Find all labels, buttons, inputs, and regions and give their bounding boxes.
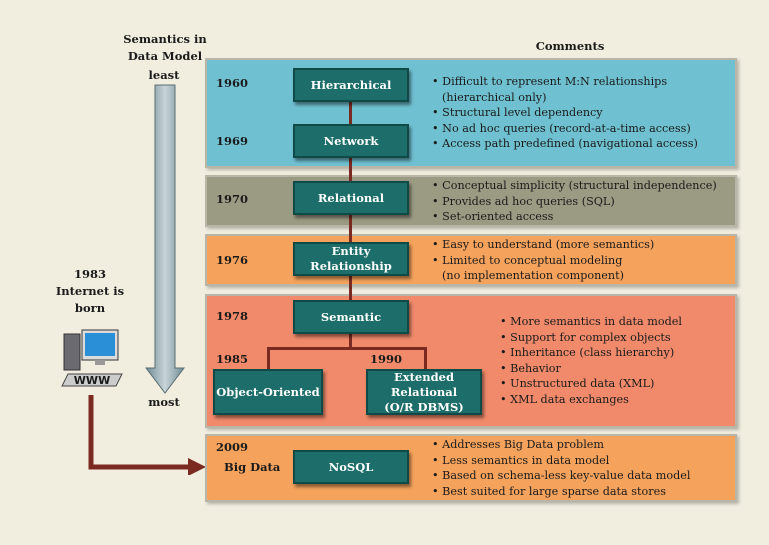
comment-item: • Less semantics in data model xyxy=(432,453,610,467)
extended-relational-line1: Extended Relational xyxy=(390,369,458,399)
comment-item: • No ad hoc queries (record-at-a-time ac… xyxy=(432,121,691,135)
comment-item: • Difficult to represent M:N relationshi… xyxy=(432,75,668,88)
comment-item: • Addresses Big Data problem xyxy=(432,438,605,451)
big-data-label: Big Data xyxy=(224,460,281,474)
comments-header: Comments xyxy=(535,39,605,53)
connector-branch-er xyxy=(424,347,427,369)
comment-item: • Provides ad hoc queries (SQL) xyxy=(432,194,615,208)
model-entity-relationship: Entity Relationship xyxy=(293,242,409,276)
comment-item: • Inheritance (class hierarchy) xyxy=(500,346,675,359)
comments-hierarchical-network: • Difficult to represent M:N relationshi… xyxy=(432,74,698,152)
connector-rel-er xyxy=(349,214,352,242)
connector-sem-down xyxy=(349,334,352,349)
model-semantic: Semantic xyxy=(293,300,409,334)
year-1985: 1985 xyxy=(216,352,249,366)
comments-entity-relationship: • Easy to understand (more semantics) • … xyxy=(432,237,654,284)
extended-relational-line2: (O/R DBMS) xyxy=(384,399,464,414)
internet-born-label: 1983 Internet is born xyxy=(55,267,125,315)
year-1969: 1969 xyxy=(216,134,249,148)
comment-item: • More semantics in data model xyxy=(500,315,682,328)
www-label: WWW xyxy=(74,374,110,387)
year-1970: 1970 xyxy=(216,192,249,206)
comment-item: (hierarchical only) xyxy=(442,90,547,104)
comment-item: • Structural level dependency xyxy=(432,106,603,119)
comment-item: • Easy to understand (more semantics) xyxy=(432,238,655,251)
most-label: most xyxy=(148,395,180,409)
model-network: Network xyxy=(293,124,409,158)
internet-connector-arrow xyxy=(88,395,206,475)
comment-item: • Unstructured data (XML) xyxy=(500,377,655,390)
connector-hier-net xyxy=(349,102,352,124)
comment-item: • Access path predefined (navigational a… xyxy=(432,137,698,150)
comment-item: • Based on schema-less key-value data mo… xyxy=(432,469,691,482)
model-nosql: NoSQL xyxy=(293,450,409,484)
model-relational: Relational xyxy=(293,181,409,215)
year-1960: 1960 xyxy=(216,76,249,90)
comments-relational: • Conceptual simplicity (structural inde… xyxy=(432,178,717,225)
model-object-oriented: Object-Oriented xyxy=(213,369,323,415)
model-extended-relational: Extended Relational (O/R DBMS) xyxy=(366,369,482,415)
model-hierarchical: Hierarchical xyxy=(293,68,409,102)
comment-item: (no implementation component) xyxy=(442,269,624,282)
semantics-arrow xyxy=(144,84,186,394)
comment-item: • XML data exchanges xyxy=(500,392,629,406)
comment-item: • Conceptual simplicity (structural inde… xyxy=(432,179,717,192)
comments-nosql: • Addresses Big Data problem • Less sema… xyxy=(432,437,690,499)
comment-item: • Limited to conceptual modeling xyxy=(432,253,623,267)
least-label: least xyxy=(148,68,180,82)
year-1978: 1978 xyxy=(216,309,249,323)
year-1990: 1990 xyxy=(370,352,403,366)
year-2009: 2009 xyxy=(216,440,249,454)
comment-item: • Best suited for large sparse data stor… xyxy=(432,484,666,498)
comments-semantic: • More semantics in data model • Support… xyxy=(500,314,682,407)
connector-branch-oo xyxy=(267,347,270,369)
connector-net-rel xyxy=(349,158,352,182)
comment-item: • Set-oriented access xyxy=(432,210,554,223)
connector-sem-branch xyxy=(267,347,427,350)
comment-item: • Support for complex objects xyxy=(500,330,671,344)
semantics-header: Semantics in Data Model xyxy=(123,32,207,63)
year-1976: 1976 xyxy=(216,253,249,267)
computer-icon: WWW xyxy=(61,329,123,387)
comment-item: • Behavior xyxy=(500,361,561,375)
connector-er-sem xyxy=(349,276,352,302)
